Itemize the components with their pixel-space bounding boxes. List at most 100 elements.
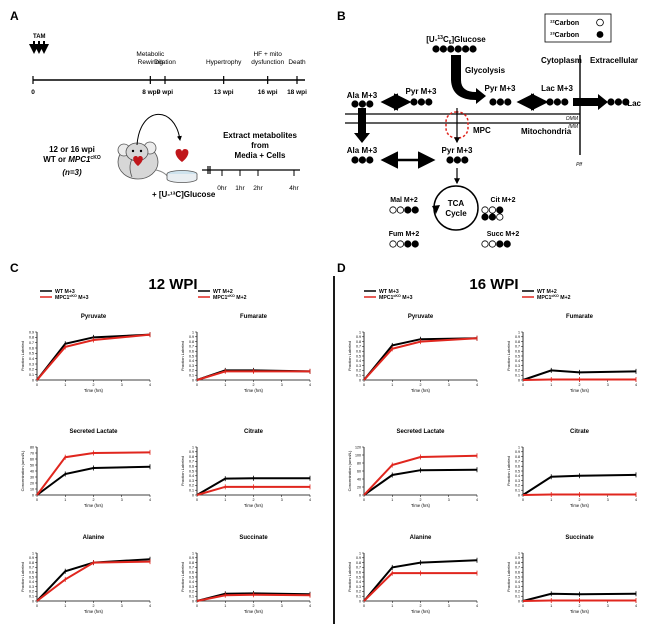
lac-carbon xyxy=(553,98,562,106)
sample-time-2: 2hr xyxy=(253,185,263,192)
y-tick-label: 0.2 xyxy=(515,484,520,488)
x-tick-label: 2 xyxy=(420,498,422,502)
x-tick-label: 0 xyxy=(36,604,38,608)
panel-label-d: D xyxy=(337,261,346,275)
y-tick-label: 0.9 xyxy=(189,556,194,560)
y-tick-label: 0.7 xyxy=(189,566,194,570)
lac-out-carbon xyxy=(622,98,630,106)
legend-cko-suffix: M+2 xyxy=(559,295,571,301)
y-axis-label: Fraction Labeled xyxy=(347,341,352,371)
series-line-wt xyxy=(363,468,478,496)
tca-cycle xyxy=(433,185,479,231)
x-tick-label: 4 xyxy=(309,383,311,387)
y-tick-label: 80 xyxy=(30,445,34,449)
panel-label-a: A xyxy=(10,9,19,23)
succ-carbon xyxy=(481,240,489,248)
x-tick-label: 3 xyxy=(607,498,609,502)
y-tick-label: 0.6 xyxy=(515,465,520,469)
y-tick-label: 0.3 xyxy=(189,585,194,589)
timeline-event-label: Hypertrophy xyxy=(206,59,242,66)
y-tick-label: 0.9 xyxy=(356,556,361,560)
y-tick-label: 1 xyxy=(518,330,520,334)
mal-carbon xyxy=(396,206,404,214)
series-line-cko xyxy=(36,451,151,496)
y-tick-label: 0.2 xyxy=(189,590,194,594)
mal-carbon xyxy=(389,206,397,214)
timeline-event-label: Rewiring xyxy=(138,59,164,66)
fum-carbon xyxy=(411,240,419,248)
y-tick-label: 0.6 xyxy=(189,465,194,469)
x-tick-label: 1 xyxy=(550,604,552,608)
x-tick-label: 1 xyxy=(550,383,552,387)
x-tick-label: 1 xyxy=(550,498,552,502)
imm-label: IMM xyxy=(568,124,579,130)
y-tick-label: 0.7 xyxy=(515,460,520,464)
pyr-left-carbon xyxy=(417,98,425,106)
legend-13c: ¹³Carbon xyxy=(550,32,579,39)
x-axis-label: Time (hrs) xyxy=(244,388,264,393)
chart-title: Alanine xyxy=(410,535,432,541)
y-tick-label: 0.1 xyxy=(515,489,520,493)
x-tick-label: 2 xyxy=(420,604,422,608)
y-axis-label: Fraction Labeled xyxy=(180,456,185,486)
x-tick-label: 1 xyxy=(64,383,66,387)
lactate-export-arrow xyxy=(573,94,608,110)
chart-title: Succinate xyxy=(565,535,594,541)
panel-b: ¹²Carbon ¹³Carbon [U-13C6]Glucose Glycol… xyxy=(345,13,642,248)
x-axis-label: Time (hrs) xyxy=(570,503,590,508)
y-tick-label: 0.3 xyxy=(189,364,194,368)
lac-out-carbon xyxy=(614,98,623,106)
x-tick-label: 4 xyxy=(309,604,311,608)
y-tick-label: 1 xyxy=(518,445,520,449)
x-tick-label: 2 xyxy=(579,383,581,387)
mito-carbons xyxy=(351,156,469,164)
sample-time-0: 0hr xyxy=(217,185,227,192)
y-tick-label: 0.3 xyxy=(515,585,520,589)
y-tick-label: 0.9 xyxy=(29,556,34,560)
y-tick-label: 0.9 xyxy=(515,335,520,339)
y-tick-label: 0.9 xyxy=(29,330,34,334)
x-tick-label: 1 xyxy=(224,383,226,387)
lac-out-label: Lac xyxy=(627,99,641,108)
y-tick-label: 0 xyxy=(518,493,520,497)
tca-label-line1: TCA xyxy=(448,199,465,208)
x-tick-label: 4 xyxy=(635,604,637,608)
pyr-mito-label: Pyr M+3 xyxy=(442,146,473,155)
cytoplasm-label: Cytoplasm xyxy=(541,56,582,65)
y-tick-label: 0 xyxy=(359,599,361,603)
extract-line2: from xyxy=(251,141,269,150)
y-tick-label: 0.5 xyxy=(29,575,34,579)
omm-label: OMM xyxy=(566,116,579,122)
y-tick-label: 0.7 xyxy=(356,345,361,349)
fum-label: Fum M+2 xyxy=(389,231,420,238)
x-tick-label: 0 xyxy=(522,383,524,387)
y-tick-label: 0.8 xyxy=(189,340,194,344)
y-tick-label: 0.9 xyxy=(515,450,520,454)
y-tick-label: 0.8 xyxy=(29,561,34,565)
y-tick-label: 0.5 xyxy=(29,352,34,356)
y-tick-label: 40 xyxy=(30,469,34,473)
pyr-right-carbon xyxy=(496,98,504,106)
legend-cko-suffix: M+3 xyxy=(77,295,89,301)
y-axis-label: Fraction Labeled xyxy=(347,562,352,592)
y-tick-label: 60 xyxy=(30,457,34,461)
cit-carbon xyxy=(488,206,496,214)
glucose-carbon xyxy=(454,45,462,53)
x-tick-label: 0 xyxy=(363,383,365,387)
y-tick-label: 0 xyxy=(192,378,194,382)
x-tick-label: 3 xyxy=(281,383,283,387)
y-tick-label: 0.5 xyxy=(356,575,361,579)
y-tick-label: 0.2 xyxy=(356,590,361,594)
y-tick-label: 0.6 xyxy=(189,350,194,354)
y-tick-label: 0.4 xyxy=(189,474,194,478)
x-tick-label: 4 xyxy=(476,604,478,608)
chart-title: Secreted Lactate xyxy=(69,429,118,435)
series-line-wt xyxy=(36,333,151,381)
x-tick-label: 2 xyxy=(253,498,255,502)
